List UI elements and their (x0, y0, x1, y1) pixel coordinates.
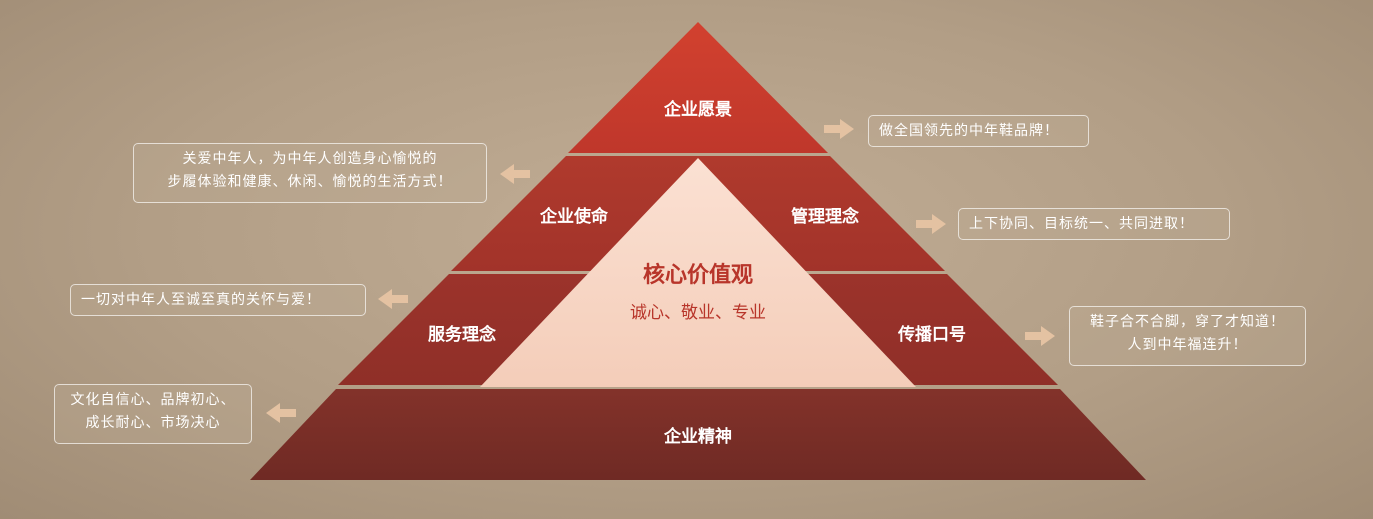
callout-communication-line-2: 人到中年福连升！ (1127, 337, 1248, 353)
pyramid-tier-vision (568, 22, 828, 153)
arrow-left-icon (378, 289, 408, 309)
label-spirit: 企业精神 (663, 426, 732, 447)
arrow-right-icon (824, 119, 854, 139)
callout-service: 一切对中年人至诚至真的关怀与爱！ (70, 284, 366, 316)
label-communication: 传播口号 (897, 324, 966, 345)
callout-service-line-1: 一切对中年人至诚至真的关怀与爱！ (81, 292, 321, 308)
callout-spirit: 文化自信心、品牌初心、 成长耐心、市场决心 (54, 384, 252, 444)
pyramid-tier-spirit (250, 389, 1146, 480)
callout-mission-line-2: 步履体验和健康、休闲、愉悦的生活方式！ (167, 174, 453, 190)
callout-spirit-line-2: 成长耐心、市场决心 (85, 415, 221, 431)
core-values-title: 核心价值观 (643, 262, 753, 288)
arrow-right-icon (916, 214, 946, 234)
arrow-left-icon (266, 403, 296, 423)
callout-management-line-1: 上下协同、目标统一、共同进取！ (969, 216, 1194, 232)
label-management: 管理理念 (791, 206, 859, 227)
callout-communication-line-1: 鞋子合不合脚，穿了才知道！ (1090, 314, 1285, 330)
callout-vision-line-1: 做全国领先的中年鞋品牌！ (879, 123, 1059, 139)
callout-spirit-line-1: 文化自信心、品牌初心、 (70, 392, 236, 408)
label-mission: 企业使命 (539, 206, 609, 227)
core-values-triangle (480, 158, 916, 387)
callout-communication: 鞋子合不合脚，穿了才知道！ 人到中年福连升！ (1069, 306, 1306, 366)
callout-vision: 做全国领先的中年鞋品牌！ (868, 115, 1089, 147)
callout-management: 上下协同、目标统一、共同进取！ (958, 208, 1230, 240)
label-vision: 企业愿景 (663, 99, 732, 120)
callout-mission: 关爱中年人，为中年人创造身心愉悦的 步履体验和健康、休闲、愉悦的生活方式！ (133, 143, 487, 203)
core-values-subtitle: 诚心、敬业、专业 (630, 303, 766, 323)
label-service: 服务理念 (428, 324, 496, 345)
callout-mission-line-1: 关爱中年人，为中年人创造身心愉悦的 (182, 151, 438, 167)
arrow-left-icon (500, 164, 530, 184)
arrow-right-icon (1025, 326, 1055, 346)
